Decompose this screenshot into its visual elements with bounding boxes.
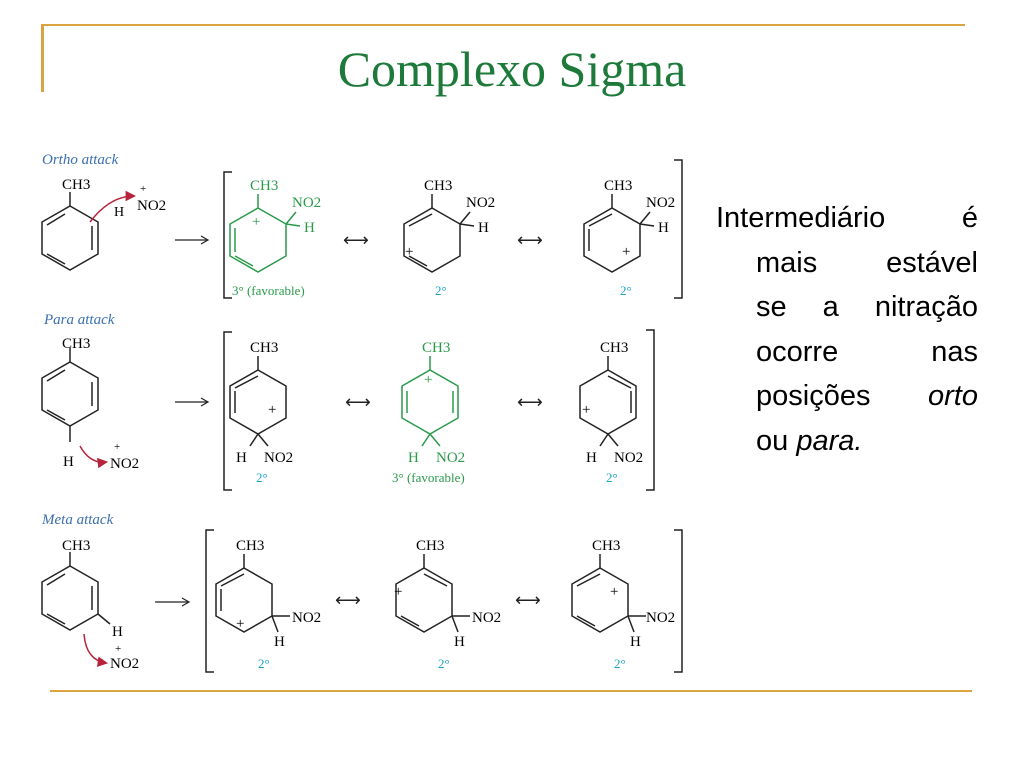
para-reactant-ring (41, 348, 99, 442)
svg-text:NO2: NO2 (110, 456, 139, 472)
ortho-bracket-right (674, 159, 683, 299)
svg-text:NO2: NO2 (292, 610, 321, 626)
meta-attack-arrow (83, 633, 109, 667)
ortho-structure-1 (229, 194, 301, 273)
svg-text:CH3: CH3 (600, 340, 628, 356)
svg-text:NO2: NO2 (436, 450, 465, 466)
svg-text:CH3: CH3 (592, 538, 620, 554)
para-attack-arrow (79, 445, 109, 469)
ortho-reactant-h: H (114, 205, 124, 220)
ortho-bracket-left (223, 171, 232, 299)
svg-text:NO2: NO2 (264, 450, 293, 466)
svg-text:+: + (114, 441, 120, 453)
meta-caption-1: 2° (258, 656, 270, 671)
svg-text:+: + (582, 402, 590, 418)
svg-text:H: H (63, 454, 74, 470)
para-bracket-right (646, 329, 655, 491)
svg-text:H: H (112, 624, 123, 640)
svg-text:CH3: CH3 (250, 340, 278, 356)
meta-resonance-arrow-2: ⟷ (515, 590, 541, 611)
top-accent-line (41, 24, 965, 26)
ortho-attack-arrow (89, 190, 137, 223)
svg-text:+: + (610, 584, 618, 600)
svg-text:CH3: CH3 (250, 178, 278, 194)
svg-text:H: H (304, 220, 315, 236)
svg-text:+: + (622, 244, 630, 260)
svg-text:H: H (236, 450, 247, 466)
meta-bracket-right (674, 529, 683, 673)
svg-text:CH3: CH3 (424, 178, 452, 194)
page-title: Complexo Sigma (337, 41, 687, 97)
meta-structure-3 (571, 554, 646, 633)
svg-text:CH3: CH3 (62, 336, 90, 352)
svg-text:NO2: NO2 (614, 450, 643, 466)
svg-text:NO2: NO2 (646, 610, 675, 626)
svg-text:H: H (454, 634, 465, 650)
ortho-reagent-no2: NO2 (137, 198, 166, 214)
svg-text:NO2: NO2 (466, 195, 495, 211)
ortho-structure-3 (583, 194, 655, 273)
meta-structure-1 (215, 554, 290, 633)
svg-text:CH3: CH3 (422, 340, 450, 356)
para-caption-1: 2° (256, 470, 268, 485)
ortho-caption-1: 3° (favorable) (232, 283, 305, 298)
ortho-reactant-ring (41, 192, 99, 271)
ortho-resonance-arrow-1: ⟷ (343, 230, 369, 251)
svg-text:NO2: NO2 (472, 610, 501, 626)
svg-text:H: H (658, 220, 669, 236)
ortho-caption-3: 2° (620, 283, 632, 298)
meta-reactant-ring (41, 552, 111, 631)
svg-text:+: + (268, 402, 276, 418)
meta-caption-2: 2° (438, 656, 450, 671)
svg-text:H: H (274, 634, 285, 650)
svg-text:+: + (252, 214, 260, 230)
meta-structure-2 (395, 554, 470, 633)
svg-text:CH3: CH3 (416, 538, 444, 554)
para-structure-3 (579, 356, 637, 447)
svg-text:CH3: CH3 (236, 538, 264, 554)
para-caption-2: 3° (favorable) (392, 470, 465, 485)
svg-text:NO2: NO2 (646, 195, 675, 211)
svg-text:+: + (394, 584, 402, 600)
meta-bracket-left (205, 529, 214, 673)
para-bracket-left (223, 331, 232, 491)
ortho-caption-2: 2° (435, 283, 447, 298)
svg-text:H: H (630, 634, 641, 650)
svg-text:+: + (115, 643, 121, 655)
left-accent-line (41, 26, 44, 92)
svg-text:H: H (586, 450, 597, 466)
svg-text:CH3: CH3 (604, 178, 632, 194)
ortho-reagent-plus: + (140, 183, 146, 195)
svg-text:+: + (405, 244, 413, 260)
ortho-attack-label: Ortho attack (42, 152, 119, 168)
meta-attack-label: Meta attack (41, 512, 114, 528)
svg-text:+: + (236, 616, 244, 632)
meta-caption-3: 2° (614, 656, 626, 671)
para-caption-3: 2° (606, 470, 618, 485)
para-attack-label: Para attack (43, 312, 115, 328)
svg-text:H: H (408, 450, 419, 466)
meta-resonance-arrow-1: ⟷ (335, 590, 361, 611)
svg-text:H: H (478, 220, 489, 236)
bottom-accent-line (50, 690, 972, 692)
svg-text:NO2: NO2 (110, 656, 139, 672)
ortho-reactant-ch3: CH3 (62, 177, 90, 193)
svg-text:+: + (424, 372, 432, 388)
svg-text:NO2: NO2 (292, 195, 321, 211)
ortho-resonance-arrow-2: ⟷ (517, 230, 543, 251)
para-structure-1 (229, 356, 287, 447)
para-resonance-arrow-2: ⟷ (517, 392, 543, 413)
para-structure-2 (401, 356, 459, 447)
svg-text:CH3: CH3 (62, 538, 90, 554)
para-resonance-arrow-1: ⟷ (345, 392, 371, 413)
ortho-structure-2 (403, 194, 475, 273)
